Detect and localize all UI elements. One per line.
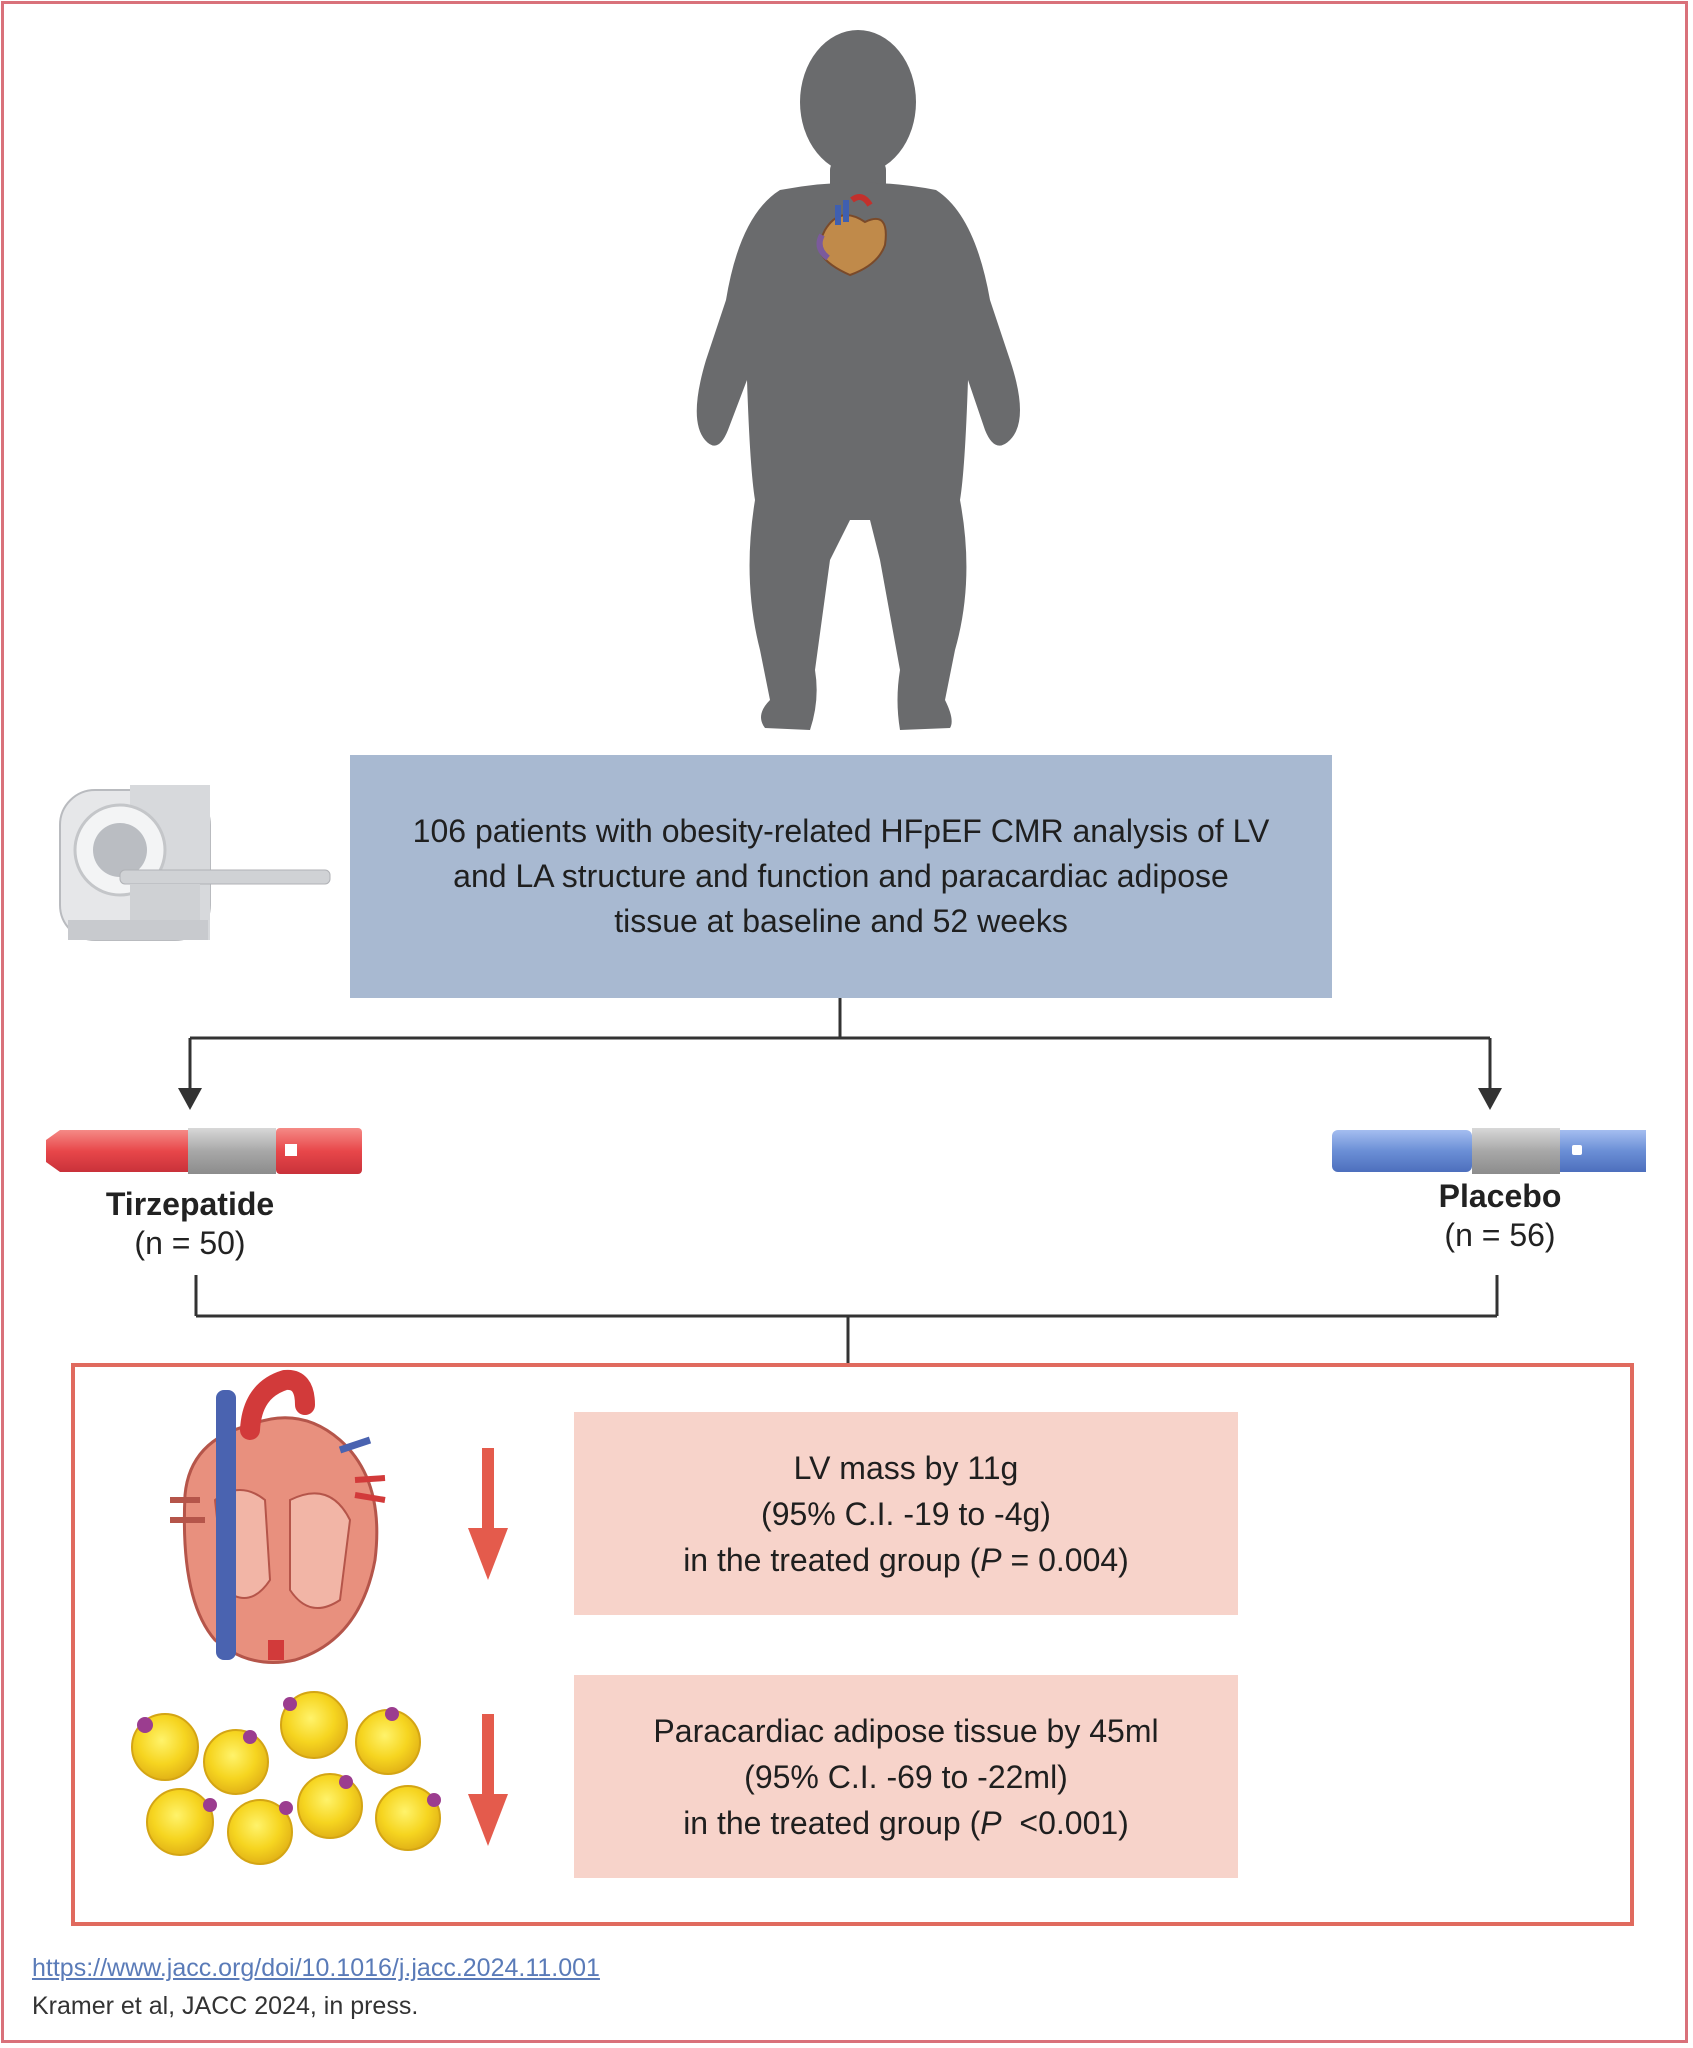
adipose-cells-icon xyxy=(131,1691,441,1865)
lv-mass-result-box: LV mass by 11g (95% C.I. -19 to -4g) in … xyxy=(574,1412,1238,1615)
lv-result-line2: (95% C.I. -19 to -4g) xyxy=(761,1495,1051,1532)
lv-p-symbol: P xyxy=(980,1541,1002,1578)
pat-result-line3: in the treated group (P <0.001) xyxy=(653,1800,1158,1846)
pat-p-symbol: P xyxy=(980,1804,1002,1841)
human-silhouette-icon xyxy=(696,30,1020,730)
results-box xyxy=(71,1363,1634,1926)
placebo-name: Placebo xyxy=(1438,1178,1562,1214)
tirzepatide-n: (n = 50) xyxy=(134,1225,246,1261)
lv-mass-result-text: LV mass by 11g (95% C.I. -19 to -4g) in … xyxy=(683,1445,1129,1583)
heart-anatomy-icon xyxy=(170,1369,386,1664)
pat-result-box: Paracardiac adipose tissue by 45ml (95% … xyxy=(574,1675,1238,1878)
study-population-text: 106 patients with obesity-related HFpEF … xyxy=(412,813,1270,939)
arrow-to-tirzepatide-icon xyxy=(178,1088,202,1110)
pat-result-text: Paracardiac adipose tissue by 45ml (95% … xyxy=(653,1708,1158,1846)
pat-result-line2: (95% C.I. -69 to -22ml) xyxy=(744,1758,1068,1795)
placebo-label: Placebo (n = 56) xyxy=(1400,1177,1600,1255)
study-population-box: 106 patients with obesity-related HFpEF … xyxy=(350,755,1332,998)
tirzepatide-name: Tirzepatide xyxy=(105,1186,275,1222)
lv-decrease-arrow-icon xyxy=(468,1448,508,1580)
pat-line3-post: <0.001) xyxy=(1001,1804,1129,1841)
bottom-connectors xyxy=(194,1275,1499,1363)
placebo-n: (n = 56) xyxy=(1444,1217,1556,1253)
lv-line3-post: = 0.004) xyxy=(1001,1541,1129,1578)
pat-result-line1: Paracardiac adipose tissue by 45ml xyxy=(653,1712,1159,1749)
lv-line3-pre: in the treated group ( xyxy=(683,1541,981,1578)
citation-text: Kramer et al, JACC 2024, in press. xyxy=(32,1992,419,2020)
doi-link[interactable]: https://www.jacc.org/doi/10.1016/j.jacc.… xyxy=(32,1954,600,1982)
pat-line3-pre: in the treated group ( xyxy=(683,1804,981,1841)
pat-decrease-arrow-icon xyxy=(468,1714,508,1846)
mri-scanner-icon xyxy=(59,785,331,941)
top-connectors xyxy=(188,998,1492,1092)
lv-result-line3: in the treated group (P = 0.004) xyxy=(683,1537,1129,1583)
arrow-to-placebo-icon xyxy=(1478,1088,1502,1110)
placebo-pen-icon xyxy=(1332,1128,1646,1174)
tirzepatide-pen-icon xyxy=(46,1128,362,1174)
tirzepatide-label: Tirzepatide (n = 50) xyxy=(90,1185,290,1263)
lv-result-line1: LV mass by 11g xyxy=(793,1449,1019,1486)
chest-heart-icon xyxy=(816,193,887,277)
